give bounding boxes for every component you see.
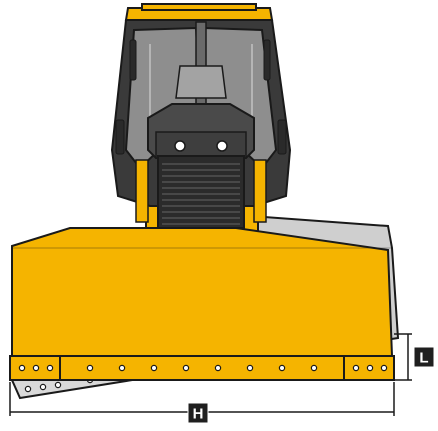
dimension-h-label: H bbox=[193, 406, 204, 423]
dimension-h-badge: H bbox=[187, 402, 209, 424]
dimension-l-badge: L bbox=[413, 346, 435, 368]
dimension-lines bbox=[9, 333, 412, 416]
blade bbox=[9, 227, 395, 381]
engine-grille bbox=[135, 103, 267, 229]
dimension-l-label: L bbox=[419, 350, 428, 367]
